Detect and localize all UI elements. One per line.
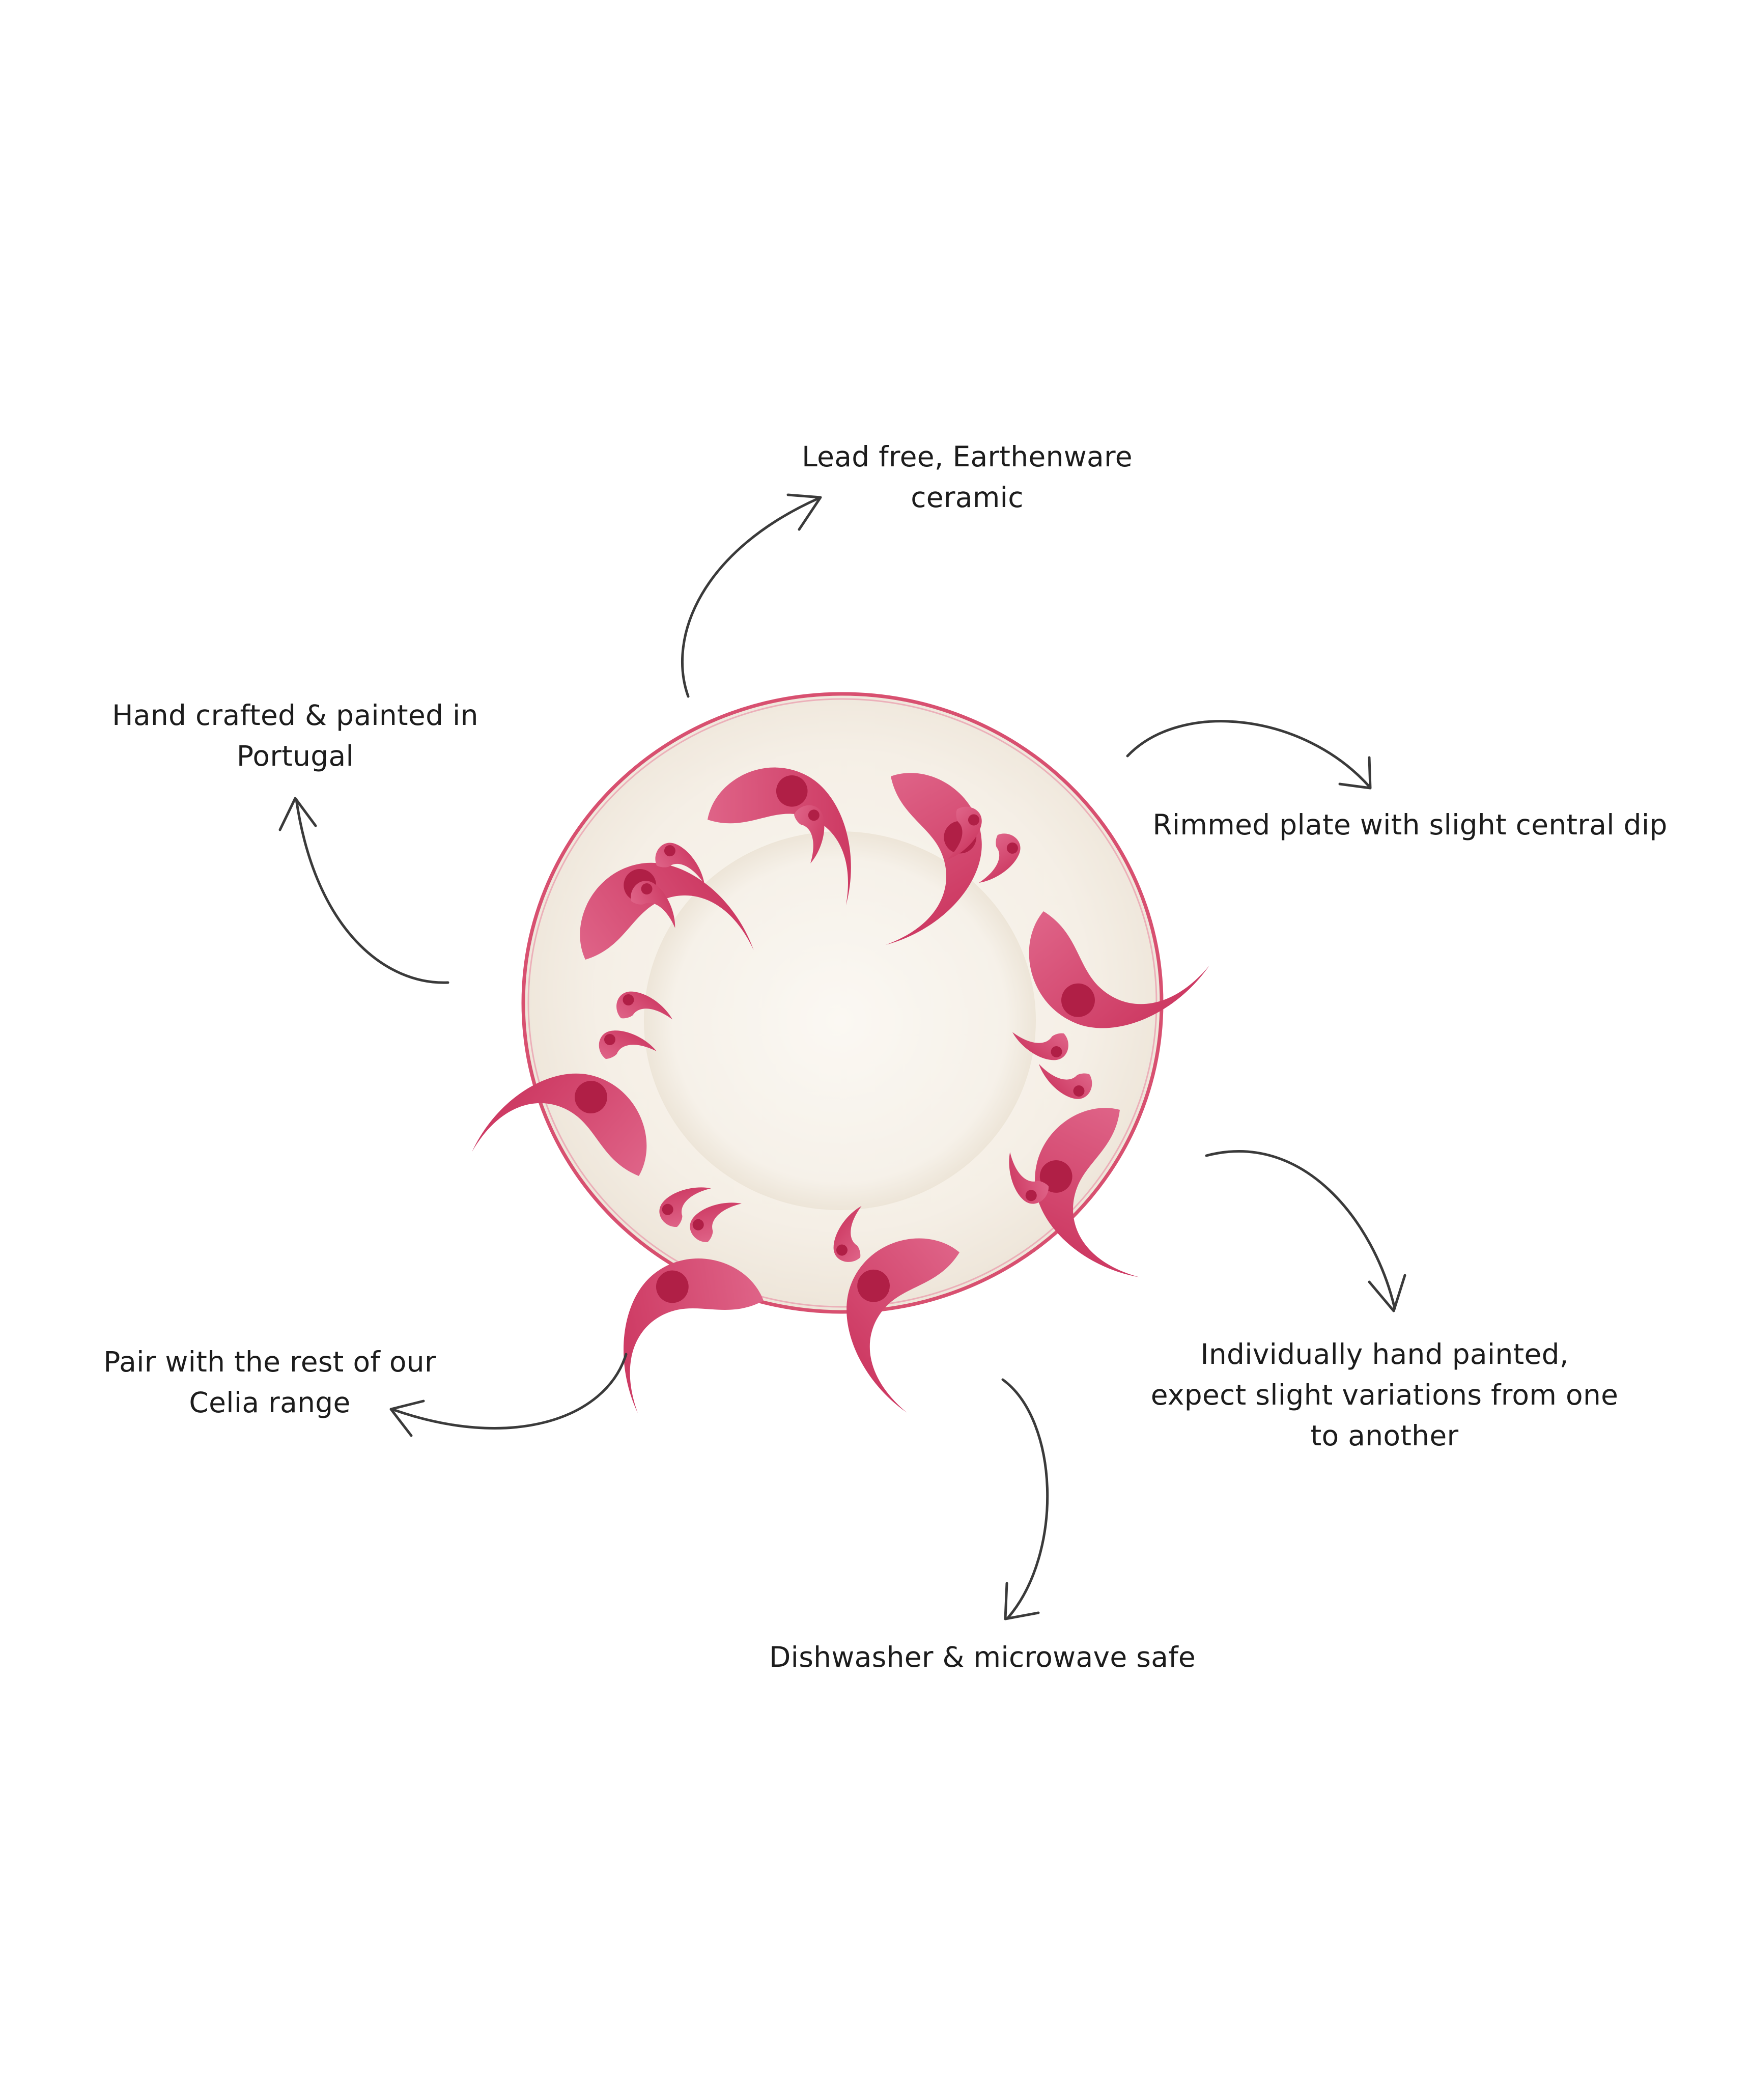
feature-lead-free-line2: ceramic [911, 481, 1024, 514]
arrow-upper-left [278, 797, 449, 984]
feature-hand-crafted-line1: Hand crafted & painted in [112, 699, 478, 732]
feature-dishwasher: Dishwasher & microwave safe [728, 1637, 1237, 1677]
feature-hand-painted-line2: expect slight variations from one [1150, 1379, 1619, 1411]
feature-lead-free-line1: Lead free, Earthenware [802, 440, 1133, 473]
feature-hand-painted-line1: Individually hand painted, [1200, 1338, 1569, 1370]
feature-hand-crafted-line2: Portugal [236, 740, 354, 772]
arrow-top [681, 493, 822, 698]
feature-dishwasher-line1: Dishwasher & microwave safe [769, 1641, 1196, 1673]
plate [458, 692, 1214, 1441]
feature-hand-crafted: Hand crafted & painted in Portugal [76, 695, 514, 776]
feature-rimmed-line1: Rimmed plate with slight central dip [1152, 808, 1668, 841]
feature-pair-line2: Celia range [189, 1386, 351, 1419]
feature-pair: Pair with the rest of our Celia range [66, 1341, 473, 1423]
feature-pair-line1: Pair with the rest of our [103, 1346, 436, 1378]
feature-hand-painted: Individually hand painted, expect slight… [1140, 1334, 1629, 1456]
feature-rimmed: Rimmed plate with slight central dip [1140, 804, 1680, 845]
arrow-right [1126, 720, 1372, 790]
feature-hand-painted-line3: to another [1310, 1419, 1459, 1452]
arrow-bottom [1001, 1378, 1049, 1620]
arrow-lower-right [1205, 1150, 1406, 1312]
arrow-lower-left [389, 1353, 628, 1437]
feature-lead-free: Lead free, Earthenware ceramic [753, 436, 1181, 518]
